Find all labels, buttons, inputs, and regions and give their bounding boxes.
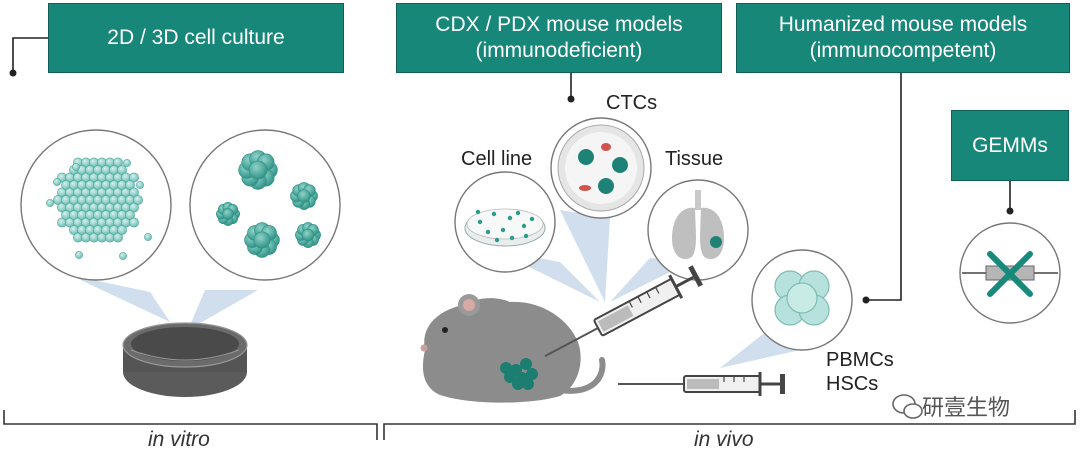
humanized-label: Humanized mouse models (immunocompetent) [778, 13, 1028, 62]
cell-line-dish-icon [454, 171, 556, 273]
wechat-icon [892, 394, 923, 419]
mouse-icon [420, 294, 606, 403]
ctcs-label: CTCs [606, 92, 658, 114]
cell-line-label: Cell line [461, 148, 533, 170]
gene-knockout-icon [959, 222, 1061, 324]
in-vitro-label: in vitro [148, 428, 210, 451]
gemms-label: GEMMs [972, 133, 1048, 157]
spheroid-3d-icon [189, 129, 341, 281]
pbmc-cells-icon [751, 249, 853, 351]
lung-tissue-icon [647, 179, 749, 281]
watermark: 研壹生物 [890, 390, 1010, 422]
gemms-box: GEMMs [951, 110, 1069, 181]
cell-cluster-2d-icon [20, 129, 172, 281]
syringe-icon [618, 372, 785, 396]
ctc-dish-icon [550, 117, 652, 219]
cdx-pdx-box: CDX / PDX mouse models (immunodeficient) [396, 3, 722, 73]
petri-dish-icon [122, 322, 248, 397]
tissue-label: Tissue [665, 148, 724, 170]
humanized-box: Humanized mouse models (immunocompetent) [736, 3, 1070, 73]
cell-culture-box: 2D / 3D cell culture [48, 3, 344, 73]
in-vivo-label: in vivo [694, 428, 754, 451]
connector-lines [12, 37, 1011, 301]
syringe-icon [544, 265, 703, 358]
pbmcs-hscs-label: PBMCs HSCs [826, 349, 894, 396]
cdx-pdx-label: CDX / PDX mouse models (immunodeficient) [435, 13, 683, 62]
cell-culture-label: 2D / 3D cell culture [107, 26, 285, 50]
bottom-brackets [3, 410, 1076, 440]
watermark-text: 研壹生物 [922, 396, 1011, 421]
